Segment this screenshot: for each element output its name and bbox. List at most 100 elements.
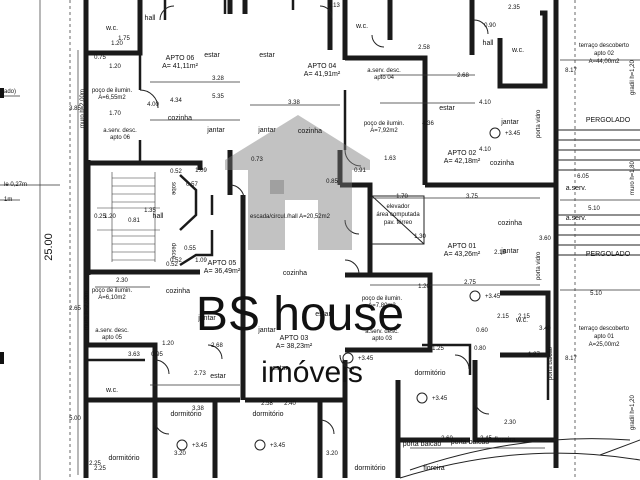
service-area-label-1-line-2: apto 06 (110, 135, 131, 141)
dimension-25: 0.52 (170, 169, 182, 175)
light-well-label-4-line-1: poço de ilumin. (362, 296, 403, 302)
light-well-label-3-line-1: poço de ilumin. (92, 288, 133, 294)
dimension-11: 5.35 (212, 94, 224, 100)
dimension-35: 0.52 (170, 258, 182, 264)
dimension-30: 1.35 (144, 208, 156, 214)
dimension-47: 2.73 (194, 371, 206, 377)
bedroom-label-4: dormitório (354, 465, 385, 472)
dimension-6: 1.13 (328, 3, 340, 9)
overall-dimension: 25.00 (43, 233, 55, 261)
dimension-41: 2.65 (69, 306, 81, 312)
pergola-label-1: PERGOLADO (586, 117, 631, 124)
watermark-brand: BS house (196, 288, 404, 341)
dimension-44: 2.15 (494, 250, 506, 256)
dimension-17: 4.36 (422, 121, 434, 127)
level-marker-5 (176, 439, 188, 451)
dimension-32: 3.75 (466, 194, 478, 200)
dimension-66: 3.60 (539, 236, 551, 242)
dimension-39: 2.75 (464, 280, 476, 286)
dimension-65: 2.15 (497, 314, 509, 320)
dimension-50: 1.27 (528, 352, 540, 358)
service-area-label-6: a.serv. (566, 215, 587, 222)
apartment-area-5: A= 38,23m² (276, 343, 313, 350)
dimension-2: 2.35 (508, 5, 520, 11)
wall-note-2: muro h=2,00m (84, 291, 90, 330)
balcony-door-label: porta balcão (403, 441, 442, 448)
balcony-door-label-3: porta balcão (548, 346, 554, 380)
kitchen-label-3: cozinha (490, 160, 514, 167)
dimension-7: 0.75 (94, 55, 106, 61)
left-note-3: 1m (4, 197, 12, 203)
dimension-45: 5.10 (590, 291, 602, 297)
level-marker-1 (489, 127, 501, 139)
light-well-label-3-line-2: A=6,10m2 (98, 295, 126, 301)
dimension-26: 0.57 (186, 182, 198, 188)
glass-door-label-1: porta vidro (536, 109, 542, 138)
dimension-71: 0.52 (166, 262, 178, 268)
dining-label-1: jantar (206, 127, 225, 134)
bedroom-label-2: dormitório (170, 411, 201, 418)
level-label-2: +3.45 (432, 396, 448, 402)
service-area-label-4-line-1: a.serv. desc. (365, 329, 399, 335)
dimension-1: 1.20 (111, 41, 123, 47)
wall-note-1: muro h=2,00m (80, 89, 86, 128)
left-note-2: le 0,27m (4, 182, 27, 188)
wc-label-3: w.c. (511, 47, 524, 54)
dimension-33: 5.10 (588, 206, 600, 212)
dimension-58: 2.25 (89, 461, 101, 467)
right-note-1: gradil h=1,20 (630, 59, 636, 95)
apartment-name-4: APTO 05 (208, 260, 237, 267)
kitchen-label-6: cozinha (283, 270, 307, 277)
dimension-61: 2.25 (94, 466, 106, 472)
dimension-48: 2.40 (284, 401, 296, 407)
dimension-3: 0.90 (484, 23, 496, 29)
dimension-69: 6.05 (577, 174, 589, 180)
dimension-28: 1.20 (104, 214, 116, 220)
dimension-53: 0.60 (476, 328, 488, 334)
level-label-1: +3.45 (505, 131, 521, 137)
dimension-36: 0.55 (184, 246, 196, 252)
circulation-label: escada/circul./hall A=20,52m2 (250, 214, 331, 220)
terrace-label-1-line-3: A=44,00m2 (589, 59, 621, 65)
light-well-label-2-line-1: poço de ilumin. (364, 121, 405, 127)
dining-label-4: jantar (500, 248, 519, 255)
apartment-name-2: APTO 04 (308, 63, 337, 70)
terrace-label-1-line-2: apto 02 (594, 51, 615, 57)
dimension-10: 4.34 (170, 98, 182, 104)
dimension-16: 3.38 (288, 100, 300, 106)
left-note-1: ado) (4, 89, 16, 95)
planter-label-2: floreira (423, 465, 445, 472)
dimension-19: 4.10 (479, 147, 491, 153)
level-label-6: +3.45 (358, 356, 374, 362)
dimension-18: 4.00 (147, 102, 159, 108)
dimension-24: 1.09 (195, 168, 207, 174)
planter-label-1: floreira (494, 437, 516, 444)
dimension-56: 2.58 (261, 401, 273, 407)
terrace-label-2-line-1: terraço descoberto (579, 326, 630, 332)
dimension-62: 2.30 (504, 420, 516, 426)
kitchen-label-5: cozinha (166, 288, 190, 295)
kitchen-label-4: cozinha (498, 220, 522, 227)
apartment-area-6: A= 43,26m² (444, 251, 481, 258)
hall-label-1: hall (145, 15, 156, 22)
dimension-67: 3.40 (539, 326, 551, 332)
dimension-52: 1.25 (432, 346, 444, 352)
dimension-8: 1.20 (109, 64, 121, 70)
dimension-38: 1.20 (418, 284, 430, 290)
balcony-door-label-2: porta balcão (451, 439, 490, 446)
dimension-20: 0.73 (251, 157, 263, 163)
dimension-29: 0.81 (128, 218, 140, 224)
service-area-label-2-line-1: a.serv. desc. (367, 68, 401, 74)
dining-label-6: jantar (257, 327, 276, 334)
service-area-label-3-line-1: a.serv. desc. (95, 328, 129, 334)
bedroom-label-1: dormitório (108, 455, 139, 462)
level-label-4: +3.45 (270, 443, 286, 449)
dimension-68: 8.17 (565, 68, 577, 74)
dimension-55: 3.38 (192, 406, 204, 412)
dimension-31: 1.70 (396, 194, 408, 200)
apartment-area-4: A= 36,49m² (204, 268, 241, 275)
apartment-area-2: A= 41,91m² (304, 71, 341, 78)
stair-down-label: desce (170, 243, 176, 260)
